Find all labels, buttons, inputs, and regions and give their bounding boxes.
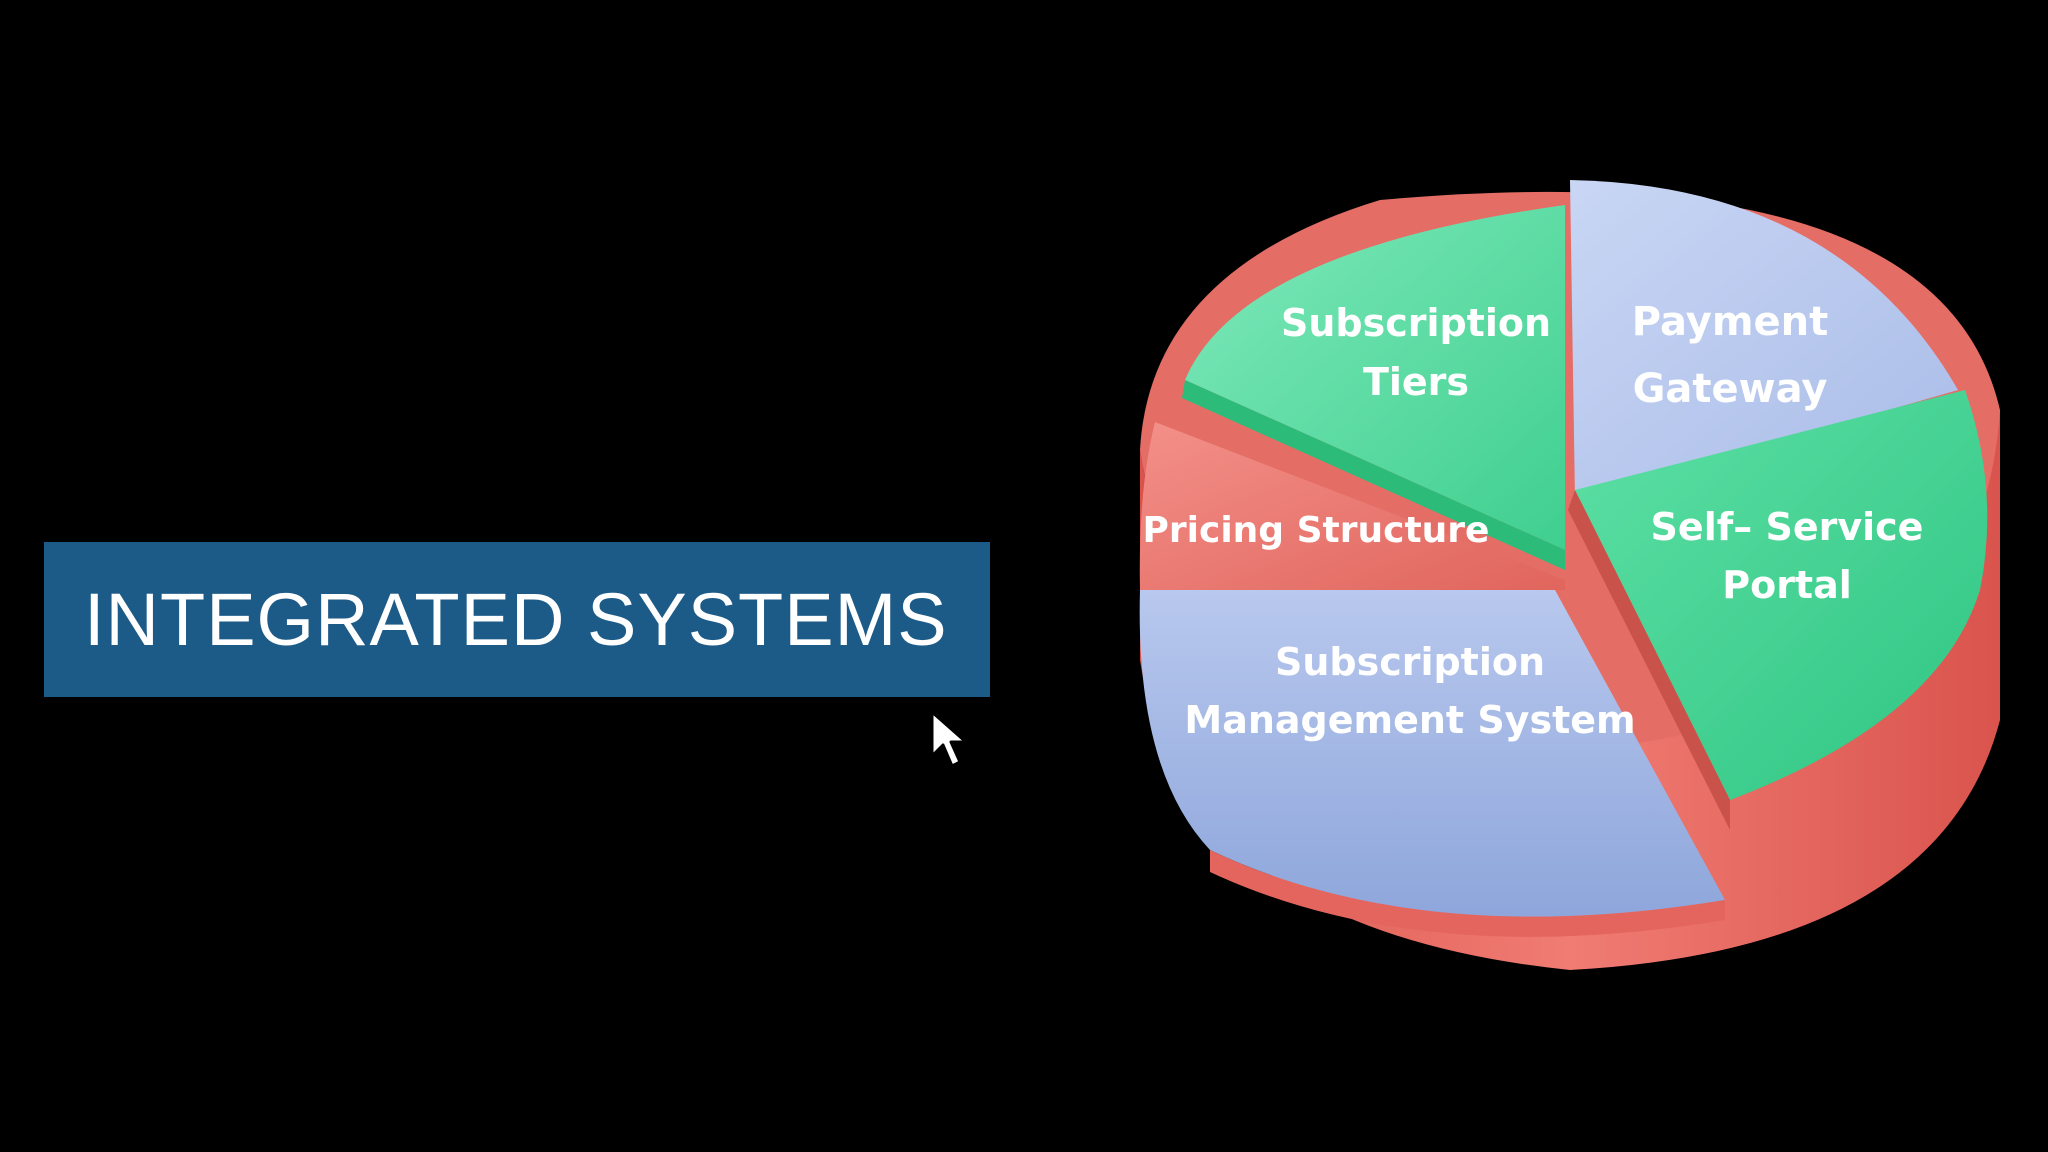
label-self-service-portal-line1: Self– Service — [1651, 505, 1924, 549]
mouse-pointer-icon — [930, 710, 968, 768]
segment-payment-gateway — [1570, 180, 1958, 500]
label-subscription-tiers-line2: Tiers — [1363, 360, 1469, 404]
segment-self-service-portal — [1575, 390, 1988, 800]
label-payment-gateway-line2: Gateway — [1633, 366, 1828, 412]
label-subscription-management-system-line2: Management System — [1184, 698, 1635, 742]
segment-subscription-tiers — [1185, 205, 1565, 550]
label-subscription-tiers-line1: Subscription — [1281, 301, 1551, 345]
title-banner: INTEGRATED SYSTEMS — [44, 542, 990, 697]
segment-subscription-tiers-side — [1182, 380, 1565, 570]
subscription-pie-diagram: Payment Gateway Self– Service Portal Sub… — [1139, 180, 2000, 970]
segment-subscription-management-system — [1139, 590, 1725, 917]
label-self-service-portal-line2: Portal — [1722, 563, 1852, 607]
slide-title: INTEGRATED SYSTEMS — [84, 578, 948, 661]
label-payment-gateway-line1: Payment — [1632, 299, 1828, 345]
segment-subscription-management-system-edge — [1210, 850, 1725, 937]
label-subscription-management-system-line1: Subscription — [1275, 640, 1545, 684]
segment-self-service-portal-side — [1568, 490, 1730, 830]
label-pricing-structure: Pricing Structure — [1143, 510, 1490, 551]
segment-pricing-structure — [1139, 422, 1565, 590]
